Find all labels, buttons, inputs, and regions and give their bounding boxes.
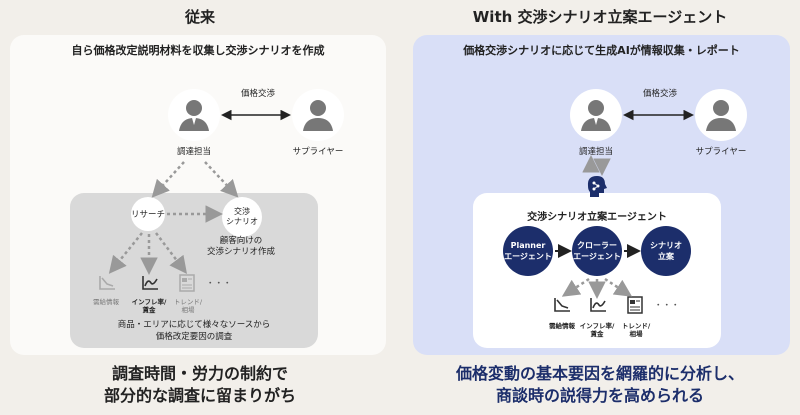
right-arrow-label: 価格交渉 <box>642 89 677 99</box>
document-icon <box>627 296 643 314</box>
planner-agent-node: Planner エージェント <box>503 226 553 276</box>
left-person-main <box>168 89 220 141</box>
right-scenario-label-1: シナリオ <box>650 241 682 250</box>
left-source-ellipsis: ・・・ <box>206 279 232 289</box>
left-scenario-label-2: シナリオ <box>226 217 258 226</box>
left-scenario-note: 顧客向けの 交渉シナリオ作成 <box>196 236 286 258</box>
left-scenario-label-1: 交渉 <box>234 207 250 216</box>
crawler-label-2: エージェント <box>573 252 621 261</box>
left-conclusion: 調査時間・労力の制約で 部分的な調査に留まりがち <box>0 363 400 407</box>
right-source-supply: 需給情報 <box>549 322 575 330</box>
right-person-main-label: 調達担当 <box>578 147 613 157</box>
left-research-note: 商品・エリアに応じて様々なソースから 価格改定要因の調査 <box>70 319 318 343</box>
left-source-trend-2: 相場 <box>181 306 195 314</box>
right-conclusion-1: 価格変動の基本要因を網羅的に分析し、 <box>455 364 744 383</box>
chart-up-icon <box>140 274 160 292</box>
left-scenario-node: 交渉 シナリオ <box>222 197 262 237</box>
left-source-inflation-1: インフレ率/ <box>131 298 167 306</box>
right-conclusion-2: 商談時の説得力を高められる <box>495 386 704 405</box>
person-icon <box>581 100 611 131</box>
right-person-other <box>695 89 747 141</box>
right-scenario-label-2: 立案 <box>658 252 674 261</box>
right-subtitle: 価格交渉シナリオに応じて生成AIが情報収集・レポート <box>463 44 740 57</box>
left-arrow-to-research <box>151 161 185 198</box>
planner-label-1: Planner <box>510 241 546 250</box>
right-source-trend: トレンド/ 相場 <box>614 322 658 338</box>
agent-box-title: 交渉シナリオ立案エージェント <box>527 212 667 223</box>
right-source-trend-2: 相場 <box>629 330 643 338</box>
left-research-note-1: 商品・エリアに応じて様々なソースから <box>117 320 271 330</box>
left-research-note-2: 価格改定要因の調査 <box>155 332 233 342</box>
left-conclusion-2: 部分的な調査に留まりがち <box>103 386 296 405</box>
right-person-main <box>570 89 622 141</box>
chart-down-icon <box>552 296 572 314</box>
document-icon <box>179 274 195 292</box>
person-icon <box>706 100 736 131</box>
left-person-other <box>292 89 344 141</box>
left-source-inflation-2: 賃金 <box>142 306 156 314</box>
left-scenario-note-1: 顧客向けの <box>219 236 263 246</box>
scenario-node: シナリオ立案 <box>641 226 691 276</box>
left-source-inflation: インフレ率/ 賃金 <box>125 298 173 314</box>
right-arrow-to-supply <box>561 277 590 297</box>
left-person-main-label: 調達担当 <box>176 147 211 157</box>
right-heading: With 交渉シナリオ立案エージェント <box>472 8 728 26</box>
left-arrow-label: 価格交渉 <box>240 89 275 99</box>
crawler-agent-node: クローラーエージェント <box>572 226 622 276</box>
left-arrow-to-scenario <box>204 161 239 198</box>
left-scenario-note-2: 交渉シナリオ作成 <box>206 247 275 257</box>
right-source-inflation-2: 賃金 <box>590 330 604 338</box>
research-node: リサーチ <box>131 197 165 231</box>
planner-label-2: エージェント <box>504 252 552 261</box>
left-source-trend-1: トレンド/ <box>173 298 203 306</box>
person-icon <box>303 100 333 131</box>
research-label: リサーチ <box>131 210 166 220</box>
right-person-other-label: サプライヤー <box>695 147 747 157</box>
right-arrow-to-trend <box>604 277 633 297</box>
chart-down-icon <box>97 274 117 292</box>
person-icon <box>179 100 209 131</box>
right-source-inflation: インフレ率/ 賃金 <box>572 322 622 338</box>
left-arrow-to-trend <box>155 232 188 274</box>
left-heading: 従来 <box>184 8 215 26</box>
left-source-supply: 需給情報 <box>93 298 119 306</box>
chart-up-icon <box>588 296 608 314</box>
left-conclusion-1: 調査時間・労力の制約で <box>111 364 288 383</box>
ai-head-icon <box>583 173 609 199</box>
crawler-label-1: クローラー <box>577 241 617 250</box>
right-source-trend-1: トレンド/ <box>621 322 651 330</box>
left-person-other-label: サプライヤー <box>292 147 344 157</box>
right-source-ellipsis: ・・・ <box>654 301 680 311</box>
left-source-trend: トレンド/ 相場 <box>166 298 210 314</box>
right-source-inflation-1: インフレ率/ <box>579 322 615 330</box>
right-conclusion: 価格変動の基本要因を網羅的に分析し、 商談時の説得力を高められる <box>400 363 800 407</box>
left-arrow-to-supply <box>108 232 143 274</box>
left-subtitle: 自ら価格改定説明材料を収集し交渉シナリオを作成 <box>71 44 325 57</box>
